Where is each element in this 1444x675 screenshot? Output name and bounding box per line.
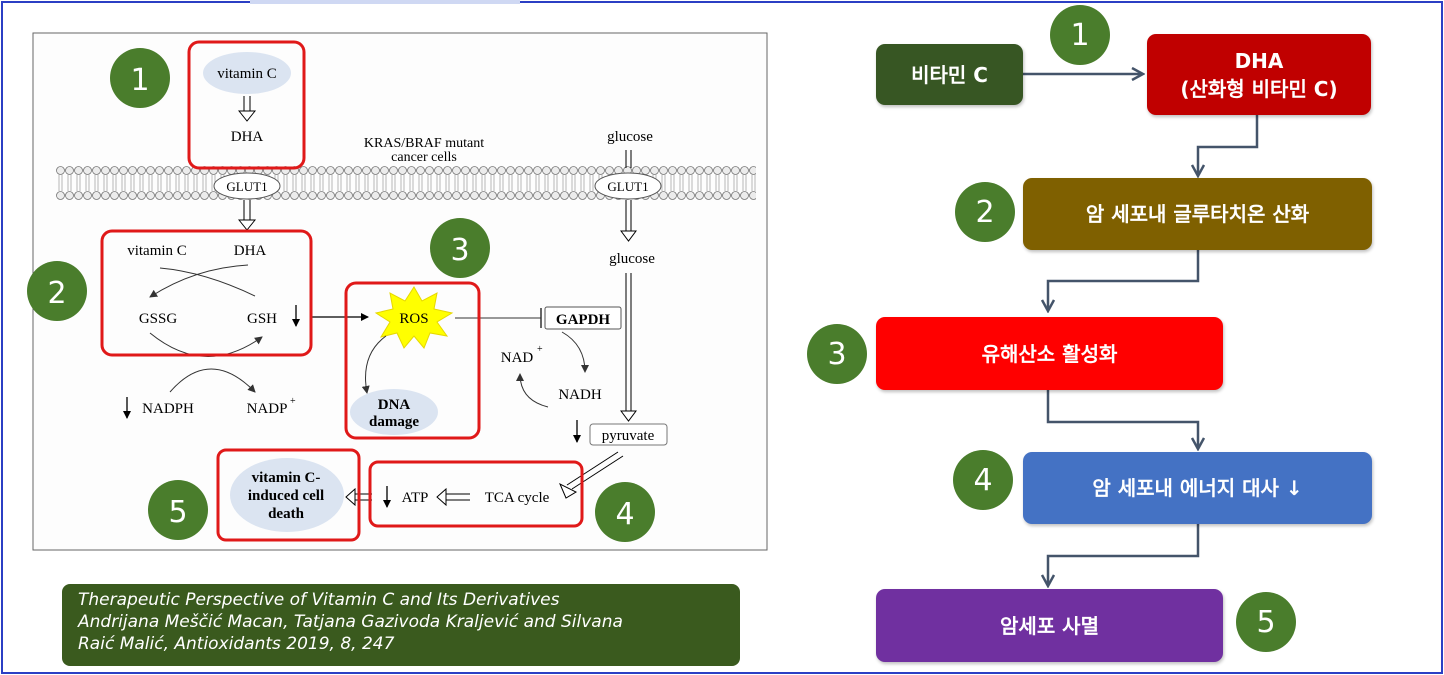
dha-box-line2: (산화형 비타민 C) bbox=[1180, 76, 1338, 101]
highlight-box-2 bbox=[100, 229, 313, 357]
nadh-label: NADH bbox=[558, 387, 601, 403]
step5-label: 암세포 사멸 bbox=[1000, 613, 1099, 638]
flow-number-1: 1 bbox=[1050, 5, 1110, 65]
step4-box: 암 세포내 에너지 대사 ↓ bbox=[1023, 452, 1372, 524]
gapdh-box bbox=[544, 306, 622, 330]
step2-label: 암 세포내 글루타치온 산화 bbox=[1085, 202, 1310, 226]
nadp-label: NADP bbox=[247, 401, 288, 417]
gssg-to-gsh-curve bbox=[159, 267, 256, 297]
death-line-2: induced cell bbox=[248, 488, 324, 504]
dha-transport-arrow bbox=[237, 200, 257, 231]
tca-to-atp-arrow bbox=[436, 487, 470, 507]
step3-box: 유해산소 활성화 bbox=[876, 317, 1223, 390]
highlight-box-3 bbox=[344, 281, 481, 440]
glucose-outside: glucose bbox=[607, 129, 653, 145]
highlight-box-1 bbox=[187, 40, 306, 170]
glucose-inside: glucose bbox=[609, 251, 655, 267]
death-line-3: death bbox=[268, 506, 304, 522]
gsh-label: GSH bbox=[247, 311, 277, 327]
flow-number-1-text: 1 bbox=[1070, 17, 1090, 53]
svg-text:GLUT1: GLUT1 bbox=[226, 179, 267, 194]
cell-death-ellipse bbox=[230, 458, 344, 532]
flow-number-5-text: 5 bbox=[1256, 604, 1276, 640]
damage-label: damage bbox=[369, 414, 419, 430]
gssg-label: GSSG bbox=[139, 311, 178, 327]
glucose-to-pyruvate-arrow bbox=[620, 273, 637, 422]
glucose-arrow-2 bbox=[620, 200, 637, 242]
cell-label-2: cancer cells bbox=[391, 150, 457, 165]
dha-box: DHA (산화형 비타민 C) bbox=[1147, 34, 1371, 115]
glut1-left: GLUT1 bbox=[213, 172, 281, 200]
diagram-number-2: 2 bbox=[27, 261, 87, 321]
vitamin-c-ellipse bbox=[203, 52, 291, 94]
nadph-label: NADPH bbox=[142, 401, 194, 417]
citation-source: Raić Malić, Antioxidants 2019, 8, 247 bbox=[78, 634, 395, 654]
arrow-dha-to-step2 bbox=[1198, 115, 1259, 175]
diagram-number-5: 5 bbox=[148, 480, 208, 540]
gapdh-label: GAPDH bbox=[556, 312, 610, 328]
nad-sup: + bbox=[537, 344, 543, 355]
nadph-curve bbox=[169, 368, 256, 393]
pyruvate-box bbox=[589, 423, 668, 446]
dna-label: DNA bbox=[378, 397, 411, 413]
glut1-right: GLUT1 bbox=[594, 172, 662, 200]
nad-label: NAD bbox=[501, 350, 534, 366]
flow-number-5: 5 bbox=[1236, 592, 1296, 652]
flow-number-2: 2 bbox=[955, 182, 1015, 242]
flow-number-3: 3 bbox=[807, 324, 867, 384]
nadp-sup: + bbox=[290, 396, 296, 407]
ros-to-dna-arrow bbox=[361, 335, 387, 394]
step5-box: 암세포 사멸 bbox=[876, 589, 1223, 662]
pyruvate-label: pyruvate bbox=[602, 428, 655, 444]
diagram-number-4: 4 bbox=[595, 482, 655, 542]
dha-box-line1: DHA bbox=[1234, 48, 1284, 73]
atp-label: ATP bbox=[402, 490, 429, 506]
citation-authors: Andrijana Meščić Macan, Tatjana Gazivoda… bbox=[78, 612, 623, 632]
step4-label: 암 세포내 에너지 대사 ↓ bbox=[1092, 476, 1303, 500]
step3-label: 유해산소 활성화 bbox=[981, 341, 1118, 366]
arrow-step4-to-step5 bbox=[1048, 524, 1200, 585]
flow-number-4: 4 bbox=[953, 450, 1013, 510]
step2-box: 암 세포내 글루타치온 산화 bbox=[1023, 178, 1372, 250]
dna-damage-ellipse bbox=[350, 389, 438, 435]
svg-text:4: 4 bbox=[615, 497, 634, 532]
double-arrow-down-1 bbox=[237, 96, 257, 122]
arrow-step2-to-step3 bbox=[1048, 250, 1200, 310]
dha-top-label: DHA bbox=[231, 129, 264, 145]
gapdh-to-nadh-curve bbox=[561, 331, 589, 373]
svg-text:GLUT1: GLUT1 bbox=[607, 179, 648, 194]
ros-burst bbox=[374, 286, 454, 349]
diagram-number-1: 1 bbox=[110, 48, 170, 108]
vitamin-c-inner: vitamin C bbox=[127, 243, 187, 259]
death-line-1: vitamin C- bbox=[252, 470, 321, 486]
highlight-box-5 bbox=[216, 448, 361, 542]
glucose-arrow-in bbox=[625, 150, 632, 168]
svg-text:5: 5 bbox=[168, 495, 187, 530]
cell-label: KRAS/BRAF mutant bbox=[364, 136, 484, 151]
flow-number-3-text: 3 bbox=[827, 336, 847, 372]
svg-text:2: 2 bbox=[47, 276, 66, 311]
nadh-to-nad-curve bbox=[516, 373, 549, 408]
svg-text:1: 1 bbox=[130, 63, 149, 98]
diagram-number-3: 3 bbox=[430, 218, 490, 278]
vitamin-c-top-label: vitamin C bbox=[217, 66, 277, 82]
vitamin-c-box-label: 비타민 C bbox=[911, 62, 988, 87]
svg-text:3: 3 bbox=[450, 233, 469, 268]
citation-box: Therapeutic Perspective of Vitamin C and… bbox=[62, 584, 740, 666]
ros-label: ROS bbox=[399, 311, 428, 327]
tca-label: TCA cycle bbox=[485, 490, 550, 506]
flow-number-4-text: 4 bbox=[973, 462, 993, 498]
top-accent-bar bbox=[250, 0, 520, 4]
flow-number-2-text: 2 bbox=[975, 194, 995, 230]
vitamin-c-box: 비타민 C bbox=[876, 44, 1023, 105]
arrow-step3-to-step4 bbox=[1046, 390, 1198, 448]
highlight-box-4 bbox=[368, 460, 584, 528]
citation-title: Therapeutic Perspective of Vitamin C and… bbox=[78, 590, 560, 610]
dha-inner: DHA bbox=[234, 243, 267, 259]
